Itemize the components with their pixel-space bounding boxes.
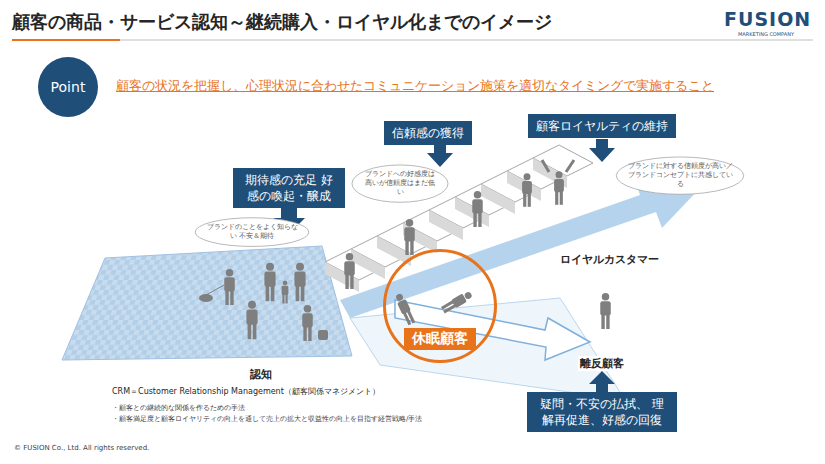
node-text: ブランドへの好感度は 高いが信頼度はまだ低い — [363, 170, 437, 197]
stage-label: ロイヤルカスタマー — [560, 252, 659, 267]
churn-wedge — [350, 298, 625, 400]
thought-bubble: ブランドへの好感度は 高いが信頼度はまだ低い — [351, 164, 449, 203]
node-text: 顧客ロイヤルティの維持 — [536, 118, 668, 134]
node-text: ブランドに対する信頼度が高い／ ブランドコンセプトに共感している — [627, 162, 733, 189]
point-badge: Point — [38, 57, 98, 117]
stair-riser — [481, 184, 515, 214]
logo-sub: MARKETING COMPANY — [738, 31, 794, 37]
stage-box: 疑問・不安の払拭、 理解再促進、好感の回復 — [527, 392, 677, 432]
crm-note: ・顧客満足度と顧客ロイヤリティの向上を通して売上の拡大と収益性の向上を目指す経営… — [112, 414, 422, 424]
logo: FUSION — [724, 8, 811, 30]
title-rule — [12, 40, 813, 41]
crm-note: ・顧客との継続的な関係を作るための手法 — [112, 403, 245, 413]
stage-box: 信頼感の獲得 — [384, 121, 472, 145]
thought-bubble: ブランドに対する信頼度が高い／ ブランドコンセプトに共感している — [615, 156, 745, 195]
thought-bubble: ブランドのことをよく知らない 不安＆期待 — [194, 217, 310, 247]
page-title: 顧客の商品・サービス認知～継続購入・ロイヤル化までのイメージ — [12, 10, 552, 34]
node-text: Point — [51, 79, 86, 95]
props — [199, 160, 574, 340]
stair-riser — [429, 210, 463, 240]
stage-label: 認知 — [250, 367, 272, 382]
crm-heading: CRM＝Customer Relationship Management（顧客関… — [112, 386, 380, 397]
dormant-circle: 休眠顧客 — [383, 249, 497, 363]
copyright: © FUSION Co., Ltd. All rights reserved. — [14, 444, 149, 452]
stair-riser — [455, 197, 489, 227]
node-text: 期待感の充足 好感の喚起・醸成 — [241, 172, 337, 204]
node-text: ブランドのことをよく知らない 不安＆期待 — [206, 223, 298, 241]
stage-label: 離反顧客 — [578, 356, 626, 371]
stage-box: 顧客ロイヤルティの維持 — [528, 114, 676, 138]
node-text: 疑問・不安の払拭、 理解再促進、好感の回復 — [535, 396, 669, 428]
floor — [62, 246, 352, 360]
point-text: 顧客の状況を把握し、心理状況に合わせたコミュニケーション施策を適切なタイミングで… — [116, 78, 714, 95]
stage-box: 期待感の充足 好感の喚起・醸成 — [233, 168, 345, 208]
node-text: 信頼感の獲得 — [392, 125, 464, 141]
node-text: 休眠顧客 — [404, 328, 476, 350]
title-rule-accent — [12, 39, 120, 41]
stair-riser — [351, 249, 385, 279]
churn-arrow — [395, 300, 590, 360]
